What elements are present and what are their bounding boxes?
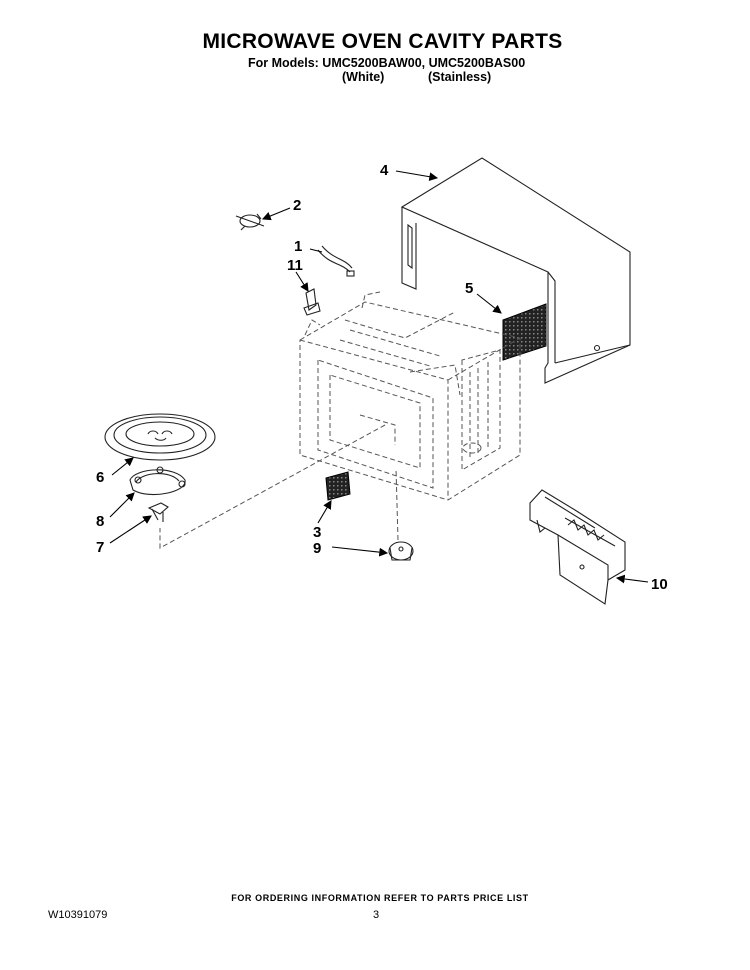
callout-4: 4	[380, 162, 389, 179]
thermal-fuse	[235, 213, 265, 231]
callout-9: 9	[313, 540, 321, 557]
variant-white: (White)	[342, 70, 385, 84]
waveguide-cover-mesh	[502, 303, 547, 361]
callout-2: 2	[293, 197, 301, 214]
turntable-coupler	[147, 502, 169, 522]
callout-1: 1	[294, 238, 302, 255]
callout-5: 5	[465, 280, 473, 297]
duct-assembly	[529, 489, 626, 605]
wire-harness	[317, 245, 355, 277]
turntable-leader	[159, 424, 386, 549]
model-numbers: For Models: UMC5200BAW00, UMC5200BAS00	[248, 56, 526, 70]
ordering-note: FOR ORDERING INFORMATION REFER TO PARTS …	[231, 893, 529, 903]
oven-cavity-dashed	[299, 291, 521, 501]
variant-stainless: (Stainless)	[428, 70, 492, 84]
callout-11: 11	[287, 257, 303, 274]
callout-leaders	[109, 170, 649, 584]
callout-3: 3	[313, 524, 321, 541]
vent-grille	[325, 471, 351, 501]
callout-7: 7	[96, 539, 104, 556]
outer-cabinet-wrapper	[400, 157, 631, 384]
turntable-motor	[388, 467, 414, 561]
page-number: 3	[373, 909, 380, 921]
callout-6: 6	[96, 469, 104, 486]
callout-10: 10	[651, 576, 668, 593]
glass-turntable	[104, 413, 216, 461]
callout-8: 8	[96, 513, 104, 530]
document-number: W10391079	[48, 909, 108, 921]
small-bracket	[303, 288, 321, 316]
page-title: MICROWAVE OVEN CAVITY PARTS	[202, 30, 563, 53]
roller-ring	[129, 466, 186, 496]
